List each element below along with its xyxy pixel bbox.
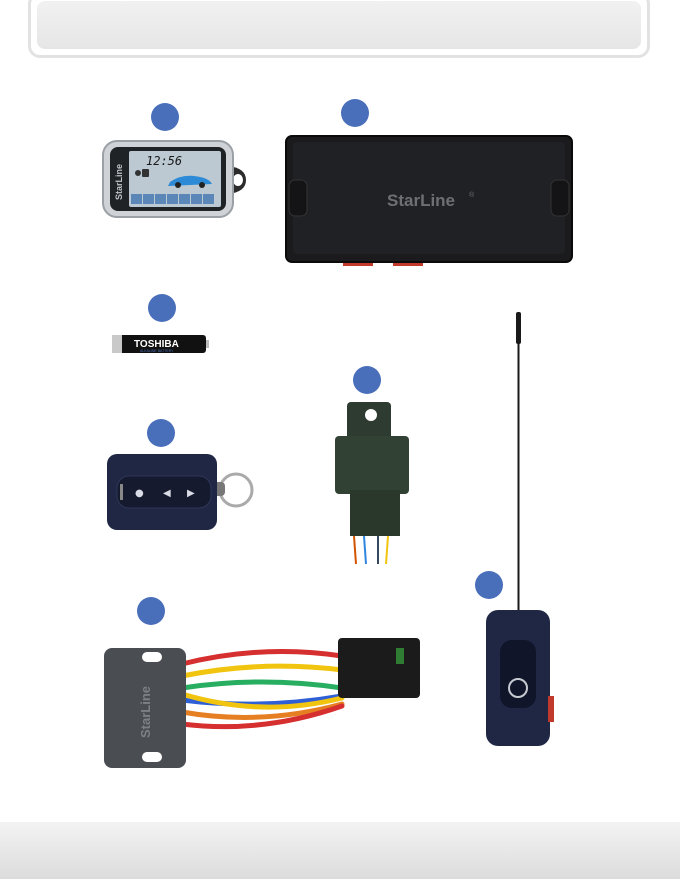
aux-fob-image: ● ◀ ▶ bbox=[105, 450, 255, 537]
lcd-remote-brand: StarLine bbox=[114, 164, 124, 200]
aux-fob-button-1: ● bbox=[135, 488, 144, 499]
antenna-module-image bbox=[480, 310, 560, 755]
badge-antenna-module bbox=[475, 571, 503, 599]
battery-image: TOSHIBA ALKALINE BATTERY bbox=[110, 331, 210, 362]
header-frame bbox=[28, 0, 650, 58]
header-panel bbox=[37, 1, 641, 49]
lcd-remote-image: StarLine 12:56 bbox=[100, 138, 250, 225]
badge-aux-fob bbox=[147, 419, 175, 447]
lcd-remote-time: 12:56 bbox=[146, 154, 182, 168]
aux-fob-button-2: ◀ bbox=[163, 488, 171, 499]
main-unit-brand: StarLine bbox=[387, 191, 455, 210]
badge-harness bbox=[137, 597, 165, 625]
badge-main-unit bbox=[341, 99, 369, 127]
harness-image: StarLine bbox=[102, 628, 432, 775]
battery-subtext: ALKALINE BATTERY bbox=[140, 349, 174, 353]
main-unit-image: StarLine ® bbox=[283, 134, 575, 275]
footer-band bbox=[0, 822, 680, 879]
relay-image bbox=[330, 400, 420, 573]
battery-brand: TOSHIBA bbox=[134, 339, 179, 350]
harness-brand: StarLine bbox=[138, 686, 153, 738]
badge-relay bbox=[353, 366, 381, 394]
badge-battery bbox=[148, 294, 176, 322]
main-unit-reg: ® bbox=[469, 191, 475, 199]
aux-fob-button-3: ▶ bbox=[187, 488, 195, 499]
badge-lcd-remote bbox=[151, 103, 179, 131]
